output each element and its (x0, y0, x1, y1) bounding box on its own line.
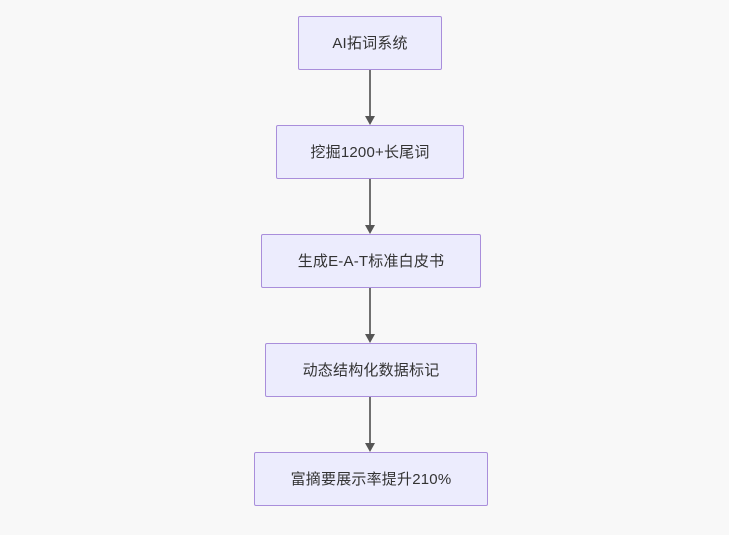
flow-node-4[interactable]: 动态结构化数据标记 (265, 343, 477, 397)
connector-line-1 (369, 70, 371, 116)
arrowhead-3 (365, 334, 375, 343)
flow-node-5[interactable]: 富摘要展示率提升210% (254, 452, 488, 506)
arrowhead-1 (365, 116, 375, 125)
connector-line-2 (369, 179, 371, 225)
arrowhead-4 (365, 443, 375, 452)
connector-line-4 (369, 397, 371, 443)
flow-node-3[interactable]: 生成E-A-T标准白皮书 (261, 234, 481, 288)
flow-node-2[interactable]: 挖掘1200+长尾词 (276, 125, 464, 179)
connector-line-3 (369, 288, 371, 334)
flow-node-1[interactable]: AI拓词系统 (298, 16, 442, 70)
arrowhead-2 (365, 225, 375, 234)
